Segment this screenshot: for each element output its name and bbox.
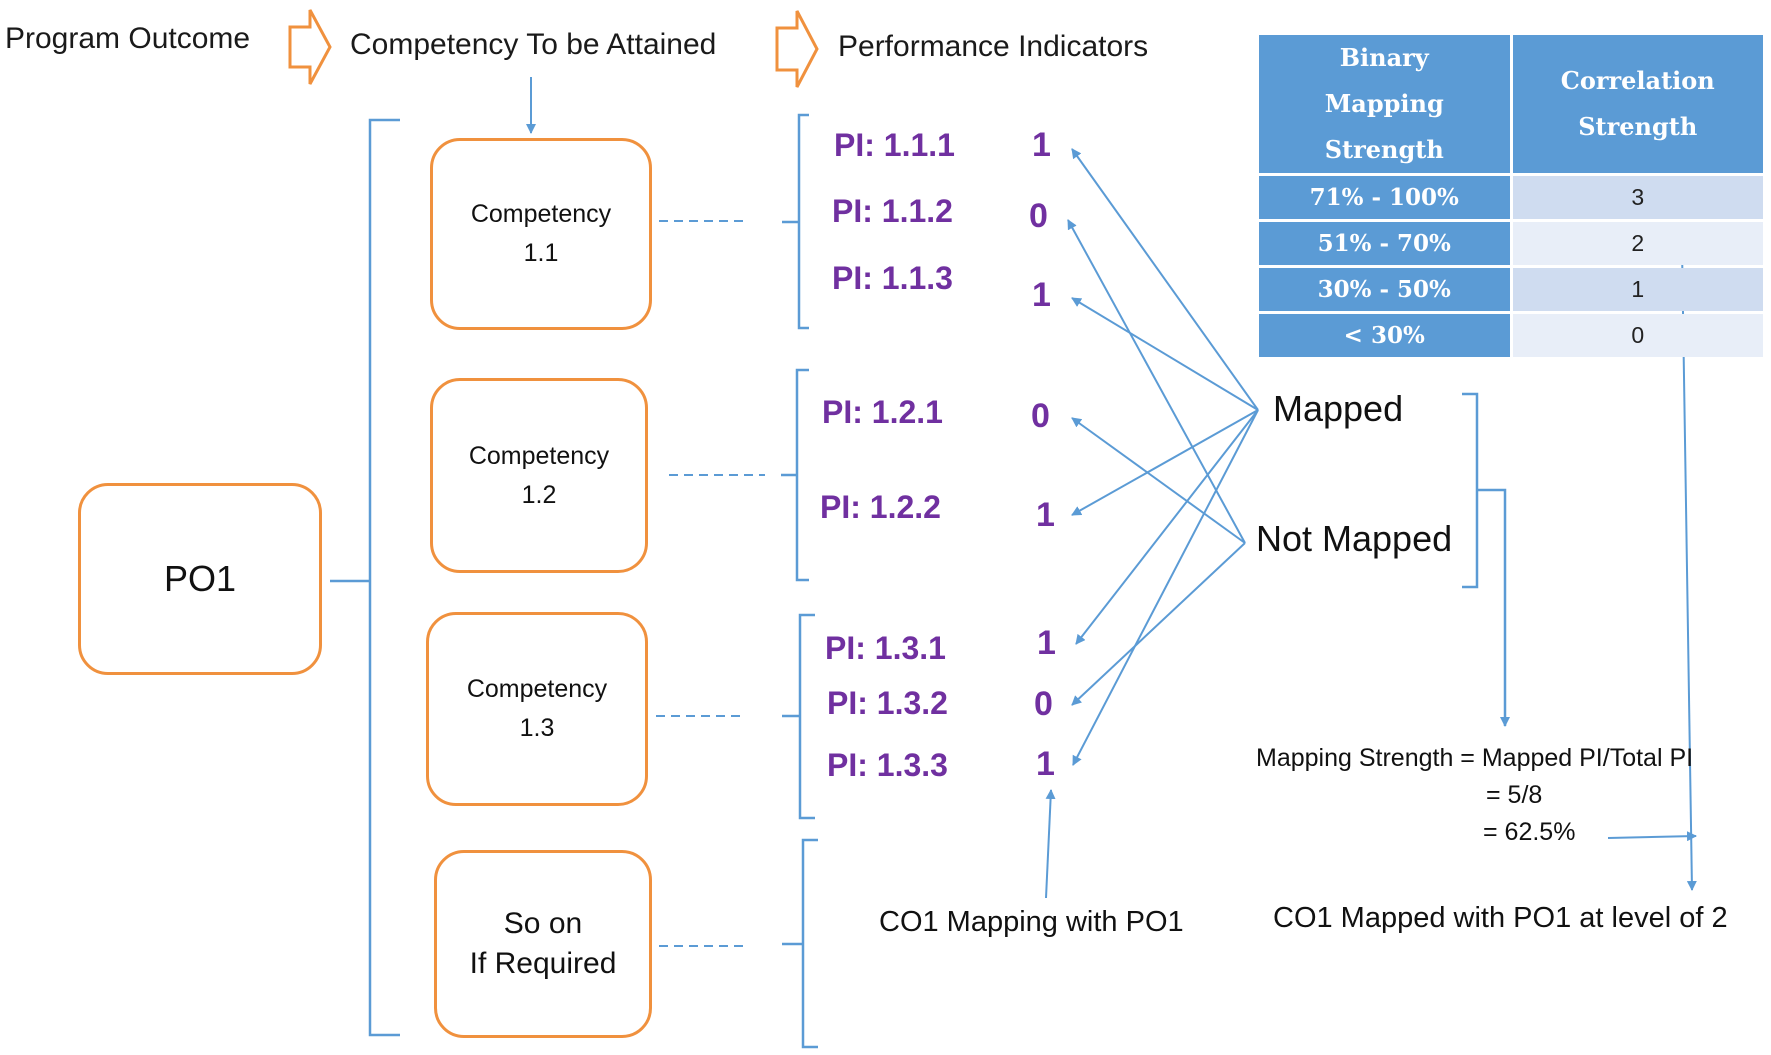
pi-label: PI: 1.2.1 [822,394,943,430]
pi-value: 0 [1034,685,1053,723]
co-mapping-arrow [1045,789,1056,899]
competency-number: 1.1 [523,239,559,267]
not-mapped-arrow [1071,417,1246,544]
competency-number: 1.3 [519,714,555,742]
range-cell: 71% - 100% [1259,176,1510,219]
strength-cell: 0 [1512,314,1763,357]
result-arrow [1607,831,1697,842]
mapped-arrow [1071,148,1259,411]
pi-brace [782,613,815,820]
header-program-outcome: Program Outcome [5,22,251,55]
table-header-row: Binary Mapping Strength Correlation Stre… [1259,35,1763,173]
mapping-brace [1462,392,1507,726]
pi-value: 1 [1032,276,1051,314]
pi-brace [781,368,809,582]
competency-title: Competency [468,441,610,470]
flow-arrow-icon [288,9,332,85]
mapped-label: Mapped [1273,388,1404,429]
result-caption: CO1 Mapped with PO1 at level of 2 [1273,902,1728,934]
pi-label: PI: 1.1.3 [832,260,953,296]
pi-value: 0 [1029,197,1048,235]
competency-box: Competency 1.1 [430,138,652,330]
pi-label: PI: 1.3.2 [827,685,948,721]
pi-label: PI: 1.2.2 [820,489,941,525]
pi-label: PI: 1.3.1 [825,630,946,666]
table-header-correlation: Correlation Strength [1560,66,1715,141]
co-mapping-caption: CO1 Mapping with PO1 [879,906,1184,938]
competency-title: Competency [470,200,612,229]
competency-number: 1.2 [521,480,557,509]
competency-box-so-on: So on If Required [434,850,652,1038]
table-row: 51% - 70% 2 [1259,222,1763,265]
pi-value: 0 [1031,397,1050,435]
strength-cell: 1 [1512,268,1763,311]
pi-label: PI: 1.3.3 [827,747,948,783]
pi-value: 1 [1032,126,1051,164]
formula-line-3: = 62.5% [1483,818,1576,846]
pi-value: 1 [1037,624,1056,662]
competency-box: Competency 1.2 [430,378,648,573]
pi-brace [782,113,809,330]
not-mapped-arrow [1071,542,1246,706]
strength-cell: 3 [1512,176,1763,219]
formula-line-1: Mapping Strength = Mapped PI/Total PI [1256,744,1694,772]
range-cell: 51% - 70% [1259,222,1510,265]
table-row: < 30% 0 [1259,314,1763,357]
flow-arrow-icon [775,10,819,88]
po-box: PO1 [78,483,322,675]
correlation-table: Binary Mapping Strength Correlation Stre… [1256,32,1766,360]
pi-value: 1 [1036,745,1055,783]
range-cell: < 30% [1259,314,1510,357]
mapped-arrow [1075,409,1259,645]
table-header-cell: Binary Mapping Strength [1259,35,1510,173]
range-cell: 30% - 50% [1259,268,1510,311]
pi-brace [782,838,818,1049]
po-label: PO1 [163,558,237,599]
not-mapped-label: Not Mapped [1256,518,1453,559]
so-on-text: So on [503,906,583,940]
mapped-arrow [1071,297,1259,411]
table-row: 30% - 50% 1 [1259,268,1763,311]
table-header-binary: Binary Mapping Strength [1324,43,1444,164]
competency-box: Competency 1.3 [426,612,648,806]
header-performance-indicators: Performance Indicators [838,30,1149,63]
mapped-arrow [1071,409,1259,516]
po-brace [330,118,400,1037]
pi-label: PI: 1.1.1 [834,127,955,163]
mapped-arrow [1072,409,1259,766]
if-required-text: If Required [469,947,617,980]
not-mapped-arrow [1067,219,1246,544]
pi-value: 1 [1036,496,1055,534]
competency-title: Competency [466,675,608,704]
header-competency: Competency To be Attained [350,28,717,61]
formula-line-2: = 5/8 [1486,781,1543,809]
strength-cell: 2 [1512,222,1763,265]
table-header-cell: Correlation Strength [1512,35,1763,173]
table-row: 71% - 100% 3 [1259,176,1763,219]
pi-label: PI: 1.1.2 [832,193,953,229]
